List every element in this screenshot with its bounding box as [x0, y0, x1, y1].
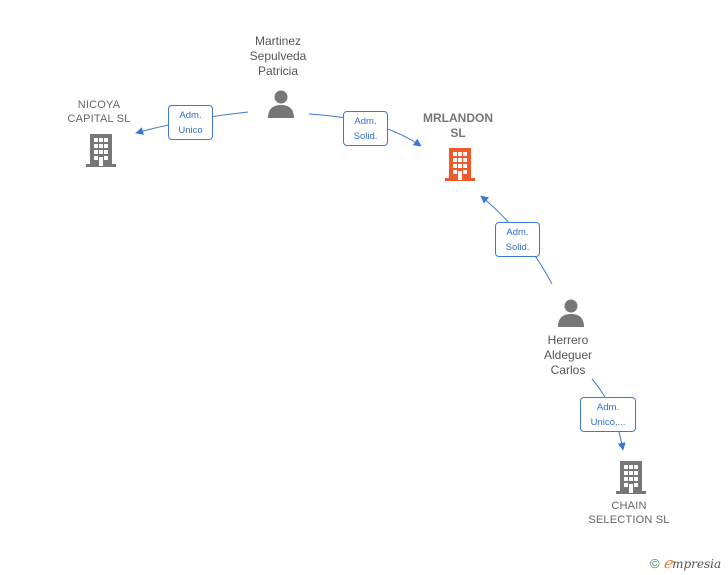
brand-logo[interactable]: © ℯmpresia	[650, 554, 721, 572]
badge-line: Solid.	[353, 131, 378, 142]
building-icon-main[interactable]	[444, 147, 476, 181]
person-label-martinez[interactable]: Martinez Sepulveda Patricia	[249, 34, 307, 78]
edge-badge-martinez-mrlandon[interactable]: Adm. Solid.	[343, 111, 388, 146]
badge-line: Unico,...	[590, 417, 626, 428]
building-icon[interactable]	[615, 460, 647, 494]
person-label-herrero[interactable]: Herrero Aldeguer Carlos	[543, 333, 593, 377]
badge-line: Adm.	[179, 110, 202, 121]
copyright-symbol: ©	[650, 556, 660, 571]
badge-line: Solid.	[505, 242, 530, 253]
edge-badge-herrero-mrlandon[interactable]: Adm. Solid.	[495, 222, 540, 257]
building-icon[interactable]	[85, 133, 117, 167]
edge-badge-herrero-chain[interactable]: Adm. Unico,...	[580, 397, 636, 432]
badge-line: Adm.	[506, 227, 529, 238]
badge-line: Unico	[178, 125, 203, 136]
person-icon[interactable]	[556, 298, 586, 328]
person-icon[interactable]	[266, 89, 296, 119]
company-label-mrlandon[interactable]: MRLANDON SL	[423, 111, 493, 140]
brand-e: ℯ	[663, 554, 673, 572]
company-label-chain[interactable]: CHAIN SELECTION SL	[588, 500, 670, 526]
badge-line: Adm.	[354, 116, 377, 127]
company-label-nicoya[interactable]: NICOYA CAPITAL SL	[67, 99, 131, 125]
edge-badge-martinez-nicoya[interactable]: Adm. Unico	[168, 105, 213, 140]
brand-text: mpresia	[672, 557, 722, 571]
badge-line: Adm.	[596, 402, 620, 413]
